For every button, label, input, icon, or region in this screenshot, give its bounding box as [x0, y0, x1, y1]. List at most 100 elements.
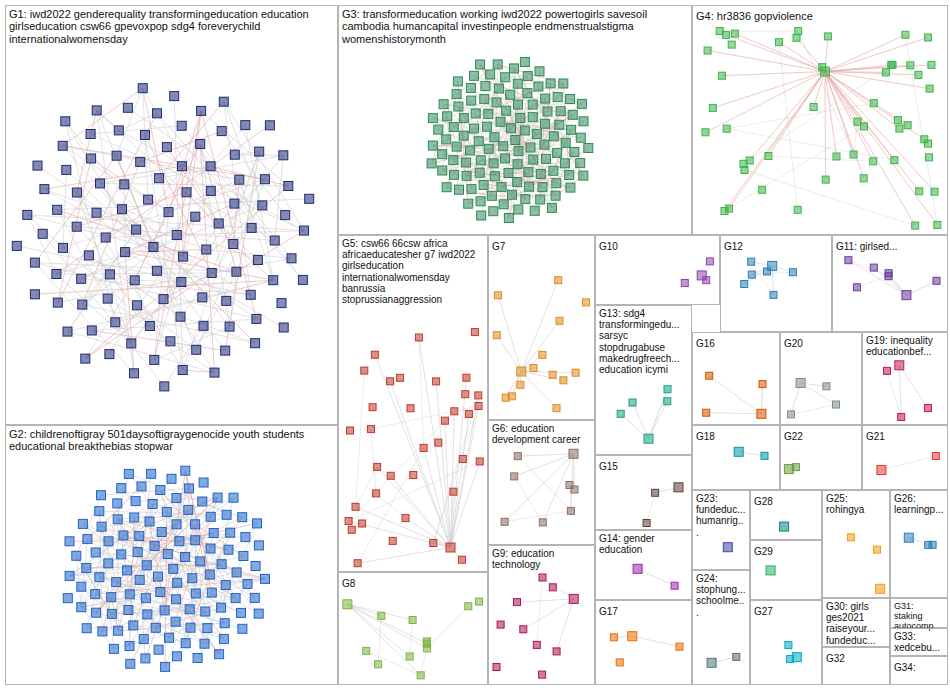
vertex-icon — [160, 382, 169, 391]
vertex-icon — [213, 493, 222, 502]
group-box: G33: xedcebu... — [890, 628, 948, 656]
vertex-icon — [617, 410, 624, 417]
vertex-icon — [764, 268, 771, 275]
vertex-icon — [480, 95, 489, 104]
vertex-icon — [246, 290, 255, 299]
vertex-icon — [628, 632, 637, 641]
vertex-icon — [225, 322, 234, 331]
vertex-icon — [427, 159, 436, 168]
vertex-icon — [371, 351, 378, 358]
group-heading: G32 — [823, 651, 848, 664]
group-heading: G6: education development career — [489, 421, 594, 445]
network-link — [768, 72, 825, 157]
network-link — [451, 414, 469, 548]
group-heading: G4: hr3836 gopviolence — [693, 8, 816, 22]
vertex-icon — [676, 643, 683, 650]
vertex-icon — [152, 266, 161, 275]
vertex-icon — [397, 374, 404, 381]
vertex-icon — [151, 623, 160, 632]
vertex-icon — [103, 294, 112, 303]
vertex-icon — [269, 276, 278, 285]
vertex-icon — [452, 90, 461, 99]
vertex-icon — [748, 271, 755, 278]
group-heading: G3: transformeducation working iwd2022 p… — [339, 6, 691, 45]
group-heading: G14: gender education — [596, 531, 691, 555]
group-heading: G15 — [596, 459, 621, 472]
network-link — [390, 381, 450, 547]
vertex-icon — [546, 79, 555, 88]
vertex-icon — [853, 284, 860, 291]
vertex-icon — [439, 100, 448, 109]
vertex-icon — [530, 365, 537, 372]
network-link — [521, 321, 559, 372]
network-link — [881, 456, 935, 470]
network-link — [709, 376, 761, 414]
vertex-icon — [891, 157, 898, 164]
vertex-icon — [776, 39, 783, 46]
vertex-icon — [279, 151, 288, 160]
vertex-icon — [123, 566, 132, 575]
vertex-icon — [164, 208, 173, 217]
vertex-icon — [305, 194, 314, 203]
vertex-icon — [759, 381, 766, 388]
vertex-icon — [934, 221, 941, 228]
vertex-icon — [706, 258, 713, 265]
vertex-icon — [569, 594, 578, 603]
vertex-icon — [209, 529, 218, 538]
vertex-icon — [823, 383, 830, 390]
vertex-icon — [23, 210, 32, 219]
network-link — [729, 72, 825, 209]
vertex-icon — [78, 300, 87, 309]
vertex-icon — [514, 100, 523, 109]
vertex-icon — [517, 367, 526, 376]
group-box: G11: girlsed... — [832, 235, 948, 332]
network-link — [196, 272, 236, 350]
network-link — [117, 88, 143, 156]
network-link — [504, 148, 589, 204]
vertex-icon — [368, 426, 375, 433]
vertex-icon — [107, 593, 116, 602]
network-link — [480, 65, 555, 196]
vertex-icon — [172, 231, 181, 240]
vertex-icon — [787, 656, 794, 663]
vertex-icon — [217, 127, 226, 136]
network-link — [182, 126, 303, 280]
vertex-icon — [726, 205, 733, 212]
network-link — [43, 234, 165, 387]
vertex-icon — [450, 170, 459, 179]
network-link — [65, 121, 115, 322]
vertex-icon — [476, 197, 485, 206]
vertex-icon — [191, 589, 200, 598]
vertex-icon — [780, 522, 789, 531]
vertex-icon — [193, 654, 202, 663]
vertex-icon — [514, 599, 521, 606]
network-link — [713, 72, 825, 108]
network-link — [451, 406, 479, 548]
vertex-icon — [476, 156, 485, 165]
network-link — [501, 122, 557, 183]
vertex-icon — [933, 277, 940, 284]
vertex-icon — [112, 578, 121, 587]
vertex-icon — [237, 608, 246, 617]
vertex-icon — [117, 550, 126, 559]
group-box: G10 — [595, 235, 720, 305]
vertex-icon — [539, 574, 546, 581]
group-box: G7 — [488, 235, 595, 420]
group-heading: G34: — [891, 660, 919, 673]
vertex-icon — [452, 142, 461, 151]
group-box: G25: rohingya — [822, 490, 890, 598]
vertex-icon — [95, 573, 104, 582]
network-link — [824, 72, 826, 180]
vertex-icon — [217, 560, 226, 569]
group-box: G32 — [822, 647, 890, 685]
vertex-icon — [172, 494, 181, 503]
network-link — [899, 365, 901, 417]
network-link — [185, 557, 255, 598]
network-link — [147, 498, 218, 566]
vertex-icon — [501, 154, 510, 163]
network-link — [35, 263, 134, 374]
vertex-icon — [434, 125, 443, 134]
vertex-icon — [135, 532, 144, 541]
network-link — [857, 276, 889, 287]
